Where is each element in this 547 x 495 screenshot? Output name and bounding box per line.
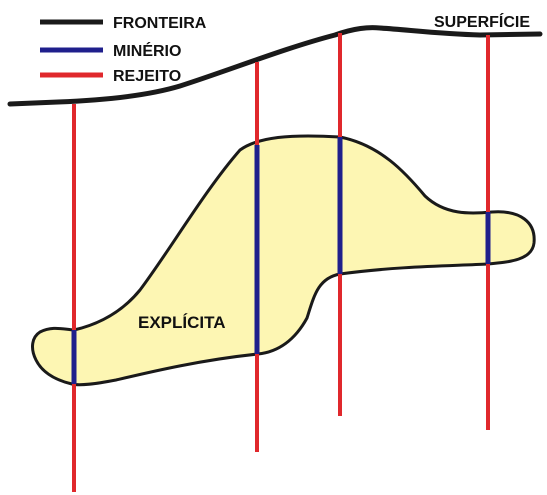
surface-boundary-line (10, 28, 540, 104)
legend-boundary-label: FRONTEIRA (113, 15, 207, 32)
legend: FRONTEIRA MINÉRIO REJEITO (40, 15, 207, 85)
legend-ore-label: MINÉRIO (113, 41, 181, 60)
legend-waste-label: REJEITO (113, 68, 181, 85)
orebody-shape (33, 136, 535, 385)
surface-label: SUPERFÍCIE (434, 12, 530, 31)
orebody-label: EXPLÍCITA (138, 313, 226, 332)
